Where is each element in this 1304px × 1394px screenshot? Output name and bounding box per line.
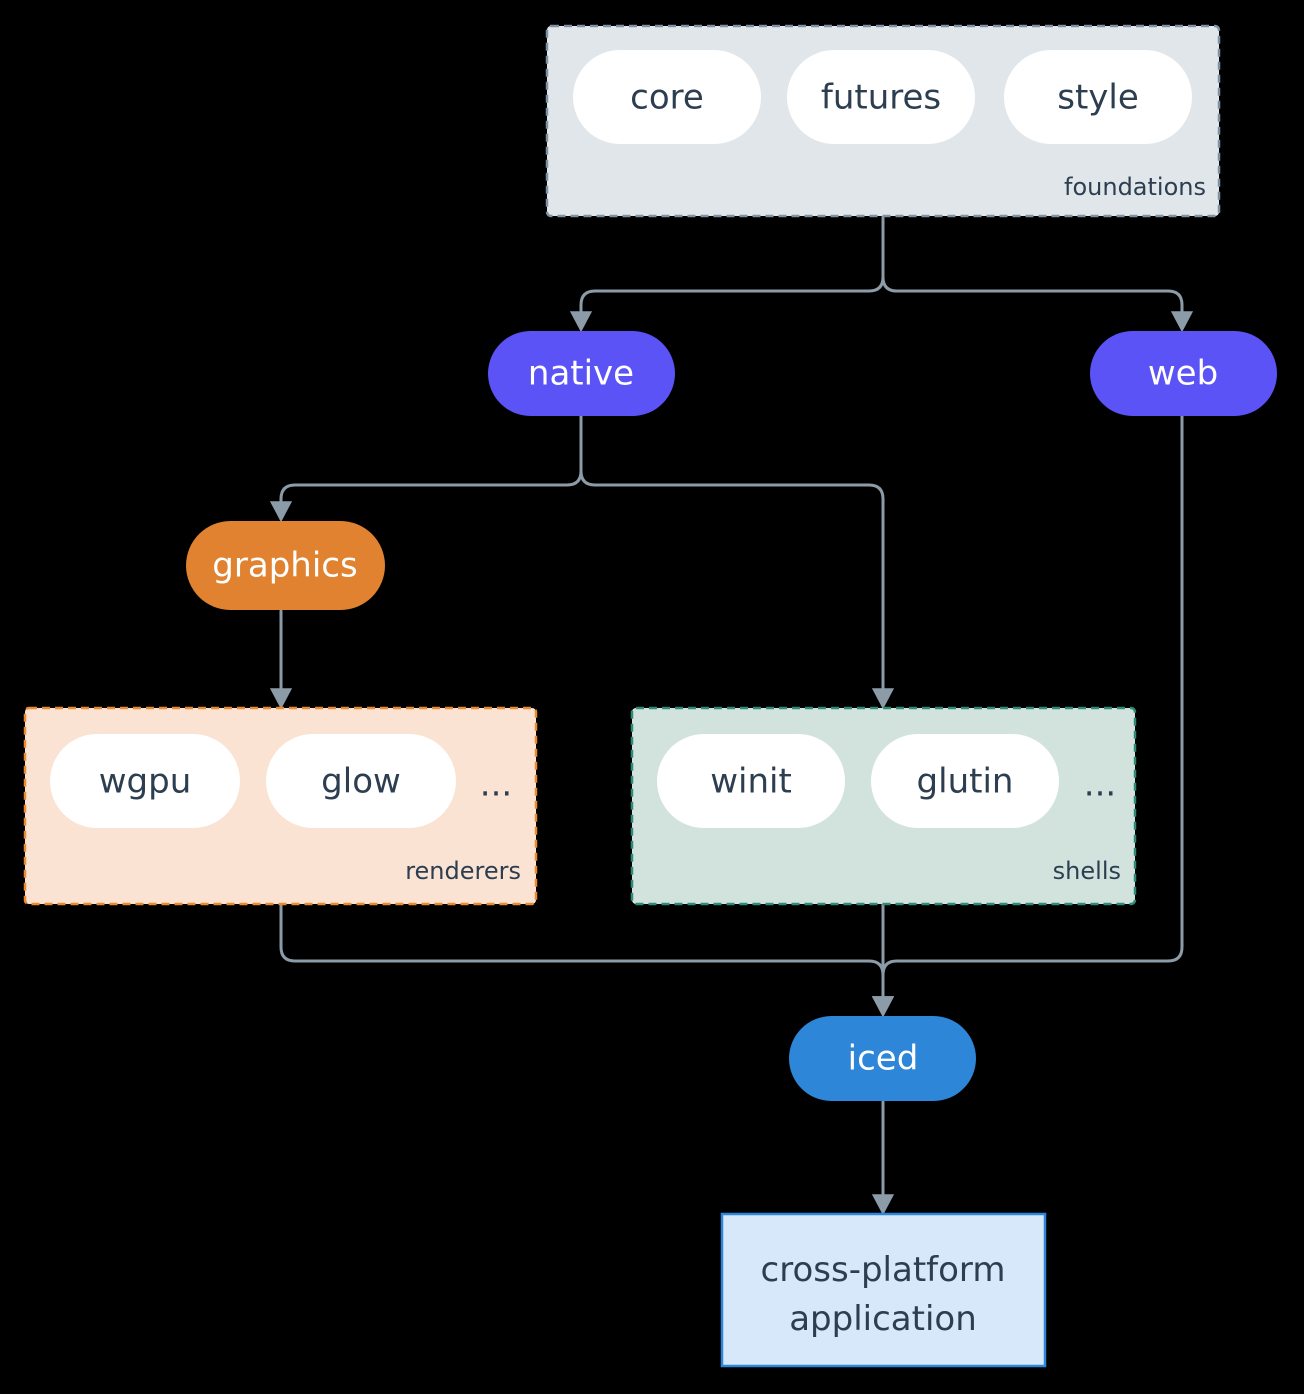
shells-ellipsis: ...: [1084, 765, 1116, 805]
node-application-shape: [720, 1212, 1047, 1368]
node-web-label: web: [1148, 354, 1218, 394]
chip-style-label: style: [1057, 78, 1139, 118]
chip-wgpu-label: wgpu: [99, 762, 192, 802]
chip-wgpu[interactable]: wgpu: [50, 734, 240, 828]
chip-glutin-label: glutin: [917, 762, 1014, 802]
chip-futures-label: futures: [821, 78, 941, 118]
cluster-renderers[interactable]: wgpu glow ... renderers: [23, 706, 538, 906]
node-application[interactable]: cross-platform application: [720, 1212, 1047, 1368]
chip-core-shape: [573, 50, 761, 144]
node-web[interactable]: web: [1090, 331, 1277, 416]
chip-futures-shape: [787, 50, 975, 144]
cluster-shells-label: shells: [1053, 857, 1121, 885]
cluster-foundations[interactable]: core futures style foundations: [545, 24, 1221, 218]
edge-native-to-shells: [579, 469, 895, 710]
node-application-label-line2: application: [789, 1299, 977, 1339]
renderers-ellipsis: ...: [480, 765, 512, 805]
chip-glutin-shape: [871, 734, 1059, 828]
node-graphics[interactable]: graphics: [186, 521, 385, 610]
chip-winit-label: winit: [710, 762, 792, 802]
chip-core[interactable]: core: [573, 50, 761, 144]
chip-glow[interactable]: glow: [266, 734, 456, 828]
chip-winit[interactable]: winit: [657, 734, 845, 828]
cluster-shells[interactable]: winit glutin ... shells: [630, 706, 1137, 906]
chip-glow-label: glow: [321, 762, 401, 802]
edge-foundations-to-web: [881, 275, 1194, 333]
chip-futures[interactable]: futures: [787, 50, 975, 144]
node-graphics-label: graphics: [212, 546, 357, 586]
node-native-shape: [488, 331, 675, 416]
node-native-label: native: [528, 354, 634, 394]
chip-glow-shape: [266, 734, 456, 828]
chip-wgpu-shape: [50, 734, 240, 828]
chip-style-shape: [1004, 50, 1192, 144]
node-iced[interactable]: iced: [789, 1016, 976, 1101]
chip-winit-shape: [657, 734, 845, 828]
chip-style[interactable]: style: [1004, 50, 1192, 144]
cluster-renderers-label: renderers: [405, 857, 521, 885]
node-iced-label: iced: [848, 1039, 919, 1079]
node-iced-shape: [789, 1016, 976, 1101]
node-native[interactable]: native: [488, 331, 675, 416]
node-web-shape: [1090, 331, 1277, 416]
node-application-label-line1: cross-platform: [761, 1250, 1006, 1290]
chip-glutin[interactable]: glutin: [871, 734, 1059, 828]
cluster-foundations-label: foundations: [1064, 173, 1206, 201]
edge-web-to-iced: [871, 414, 1184, 1018]
chip-core-label: core: [630, 78, 704, 118]
node-graphics-shape: [186, 521, 385, 610]
